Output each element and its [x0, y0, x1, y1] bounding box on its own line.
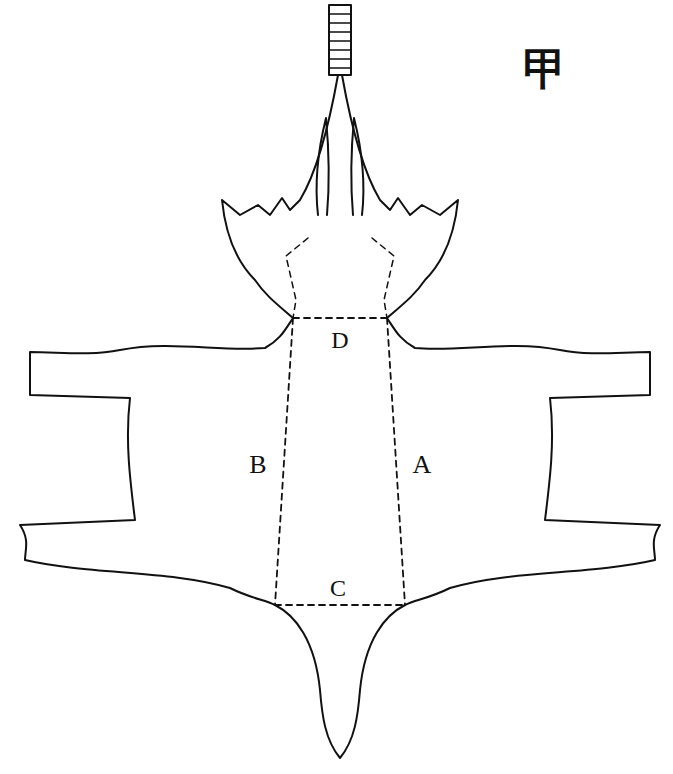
head-dashed-lines: [286, 238, 394, 318]
bone-outline: [20, 75, 660, 758]
dashed-rectangle: [275, 318, 405, 605]
ladder-rungs: [329, 14, 351, 68]
figure-mark: 甲: [521, 47, 569, 93]
left-prong: [316, 118, 328, 215]
part-label: D: [329, 327, 350, 353]
part-label: C: [328, 575, 348, 601]
right-prong: [351, 118, 363, 215]
spine-ladder: [329, 5, 351, 75]
part-label: B: [247, 451, 268, 479]
part-label: A: [411, 451, 434, 479]
